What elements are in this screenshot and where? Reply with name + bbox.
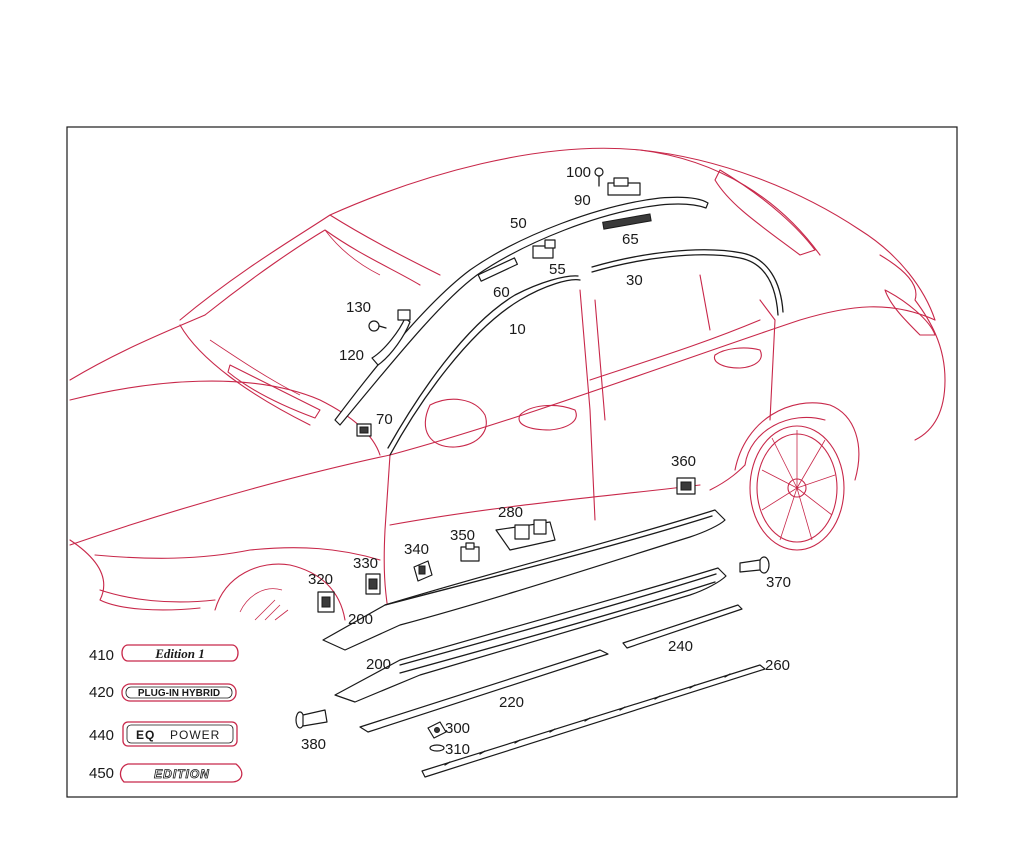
callout-350: 350 [450, 527, 475, 544]
badge-edition-1-text: Edition 1 [154, 646, 205, 661]
callout-240: 240 [668, 638, 693, 655]
callout-55: 55 [549, 261, 566, 278]
window-trim-rear [591, 254, 779, 316]
badge-eq-text: EQ [136, 728, 155, 742]
callout-50: 50 [510, 215, 527, 232]
callout-120: 120 [339, 347, 364, 364]
strip-65 [602, 213, 652, 230]
bracket-120 [371, 309, 411, 366]
bracket-90 [607, 177, 641, 196]
callout-410: 410 [89, 647, 114, 664]
callout-70: 70 [376, 411, 393, 428]
clip-70 [356, 423, 372, 437]
rocker-panel-lower [334, 567, 727, 703]
clip-60 [477, 257, 518, 282]
callout-260: 260 [765, 657, 790, 674]
callout-220: 220 [499, 694, 524, 711]
callout-200-lower: 200 [366, 656, 391, 673]
callout-100: 100 [566, 164, 591, 181]
fastener-380 [295, 709, 328, 729]
clip-330 [365, 573, 381, 595]
callout-300: 300 [445, 720, 470, 737]
pin-130 [368, 320, 387, 332]
callout-450: 450 [89, 765, 114, 782]
clip-320 [317, 591, 335, 613]
callout-200-upper: 200 [348, 611, 373, 628]
window-trim-front [389, 279, 581, 456]
callout-380: 380 [301, 736, 326, 753]
callout-370: 370 [766, 574, 791, 591]
car-outline [69, 147, 946, 621]
window-trim-rear-inner [591, 249, 784, 313]
window-trim-front-inner [387, 275, 579, 449]
callout-330: 330 [353, 555, 378, 572]
badge-edition: EDITION [119, 763, 243, 783]
callout-labels: 100 90 50 65 55 30 60 130 10 120 70 360 … [89, 164, 791, 782]
callout-440: 440 [89, 727, 114, 744]
badge-plug-in-hybrid-text: PLUG-IN HYBRID [138, 688, 220, 699]
callout-130: 130 [346, 299, 371, 316]
badge-eq-power: EQ POWER [122, 721, 238, 747]
badge-edition-1: Edition 1 [121, 644, 239, 662]
callout-65: 65 [622, 231, 639, 248]
callout-90: 90 [574, 192, 591, 209]
clip-55 [532, 239, 556, 259]
trim-strip-220 [359, 649, 609, 733]
callout-360: 360 [671, 453, 696, 470]
callout-30: 30 [626, 272, 643, 289]
callout-420: 420 [89, 684, 114, 701]
callout-280: 280 [498, 504, 523, 521]
bracket-280 [495, 519, 556, 551]
washer-310 [429, 744, 445, 752]
trim-strip-240 [622, 604, 743, 649]
screw-100 [594, 167, 604, 187]
clip-350 [460, 542, 480, 562]
diagram-frame [66, 126, 958, 798]
callout-320: 320 [308, 571, 333, 588]
roof-trim-strip [334, 196, 709, 426]
clip-340 [413, 560, 433, 582]
badge-plug-in-hybrid: PLUG-IN HYBRID [121, 683, 237, 702]
fastener-370 [739, 556, 770, 574]
callout-340: 340 [404, 541, 429, 558]
badge-edition-text: EDITION [154, 767, 210, 781]
trim-strip-260 [421, 664, 766, 778]
badge-power-text: POWER [170, 728, 220, 742]
clip-360 [676, 477, 696, 495]
clip-300 [427, 721, 447, 739]
callout-310: 310 [445, 741, 470, 758]
callout-60: 60 [493, 284, 510, 301]
rear-wheel-icon [749, 425, 845, 551]
rocker-panel-upper [322, 509, 726, 651]
callout-10: 10 [509, 321, 526, 338]
